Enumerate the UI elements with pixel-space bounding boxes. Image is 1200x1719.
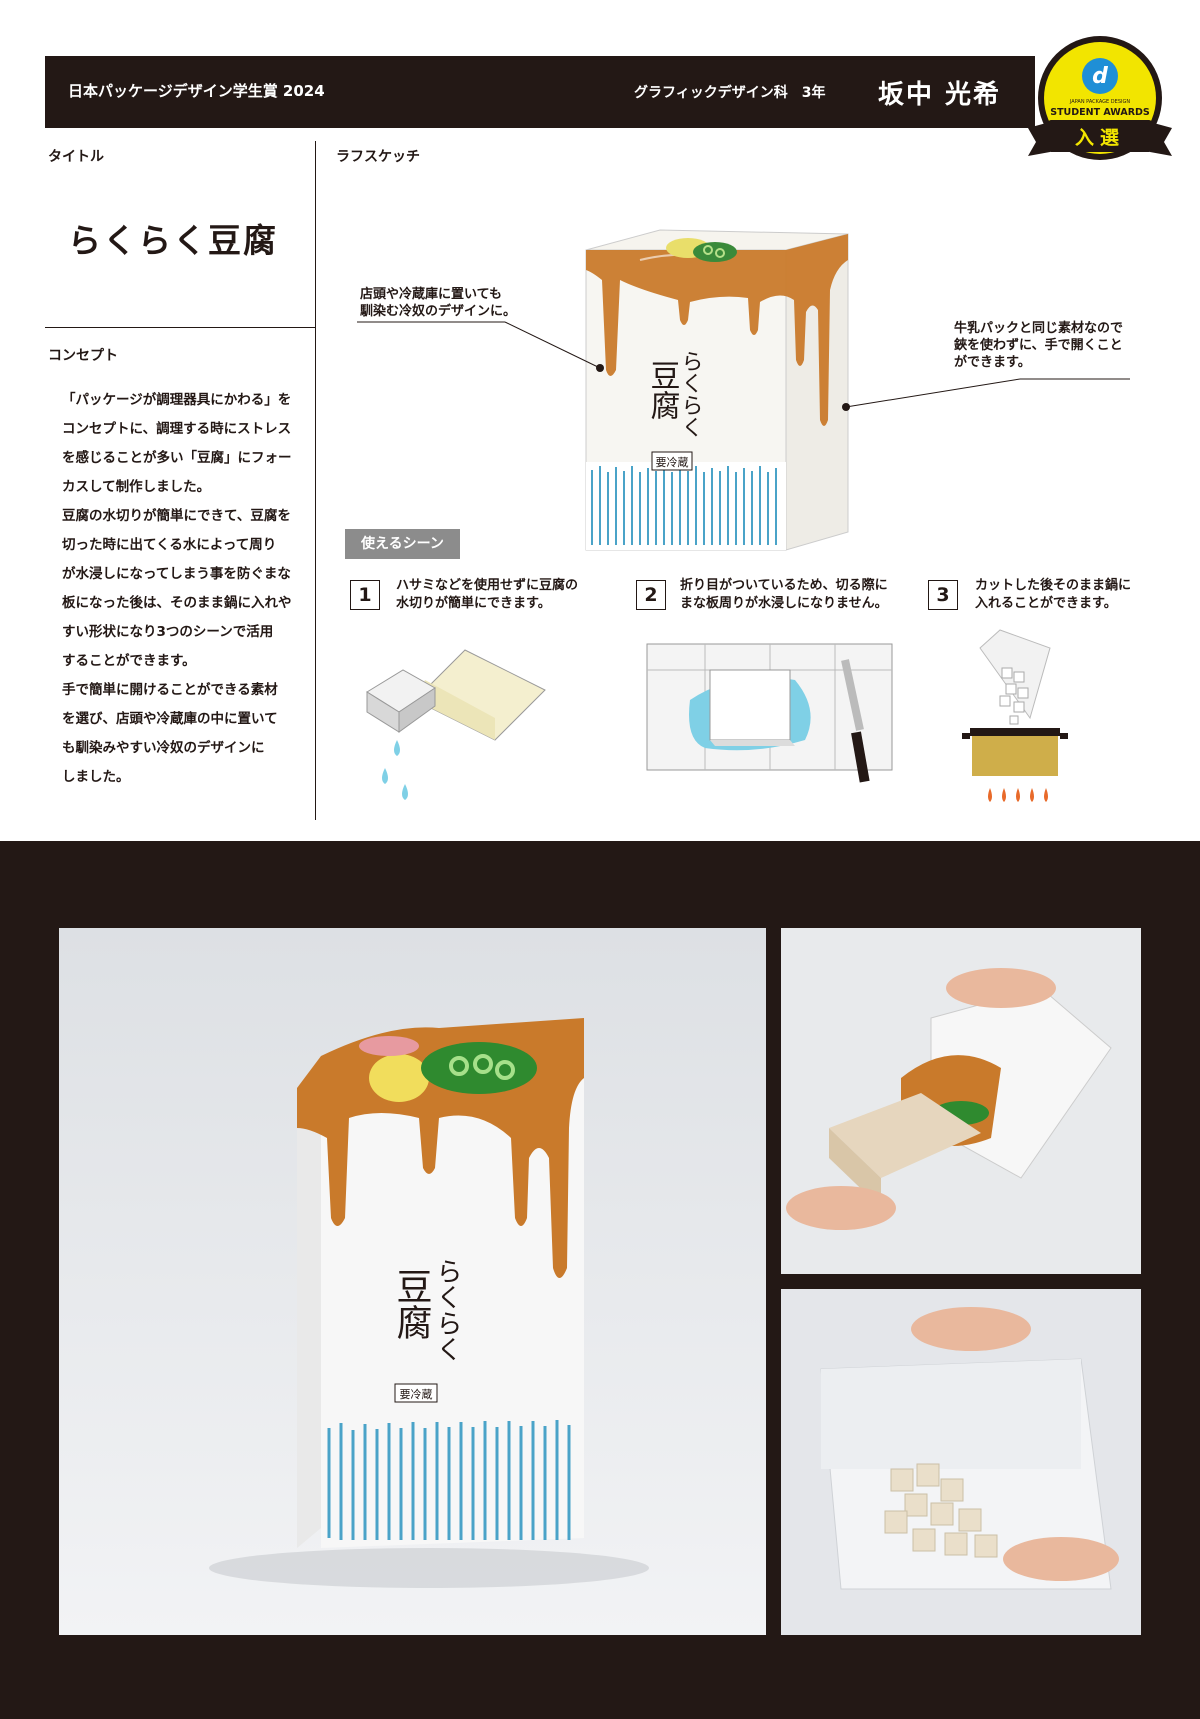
water-drop-icon [394, 740, 400, 756]
product-photo-cubes [781, 1289, 1141, 1635]
callout-left-leader [357, 321, 604, 372]
svg-text:JAPAN PACKAGE DESIGN: JAPAN PACKAGE DESIGN [1069, 99, 1130, 105]
package-sketch: らくらく 豆腐 要冷蔵 [585, 229, 849, 551]
scene-line: 折り目がついているため、切る際に [680, 578, 888, 593]
callout-line: 店頭や冷蔵庫に置いても [360, 287, 502, 302]
concept-line: 手で簡単に開けることができる素材 [62, 682, 278, 698]
scene-3-text: カットした後そのまま鍋に 入れることができます。 [975, 577, 1175, 613]
scene-line: ハサミなどを使用せずに豆腐の [396, 578, 579, 593]
concept-line: 切った時に出てくる水によって周り [62, 537, 277, 553]
callout-left: 店頭や冷蔵庫に置いても 馴染む冷奴のデザインに。 [360, 286, 550, 320]
hand-icon [911, 1307, 1031, 1351]
scene-1-number: 1 [350, 580, 380, 610]
scene-line: まな板周りが水浸しになりません。 [680, 596, 888, 611]
scene-1-text: ハサミなどを使用せずに豆腐の 水切りが簡単にできます。 [396, 577, 616, 613]
svg-text:STUDENT AWARDS: STUDENT AWARDS [1050, 107, 1150, 118]
water-drop-icon [382, 768, 388, 784]
svg-text:要冷蔵: 要冷蔵 [656, 456, 689, 469]
scene-line: カットした後そのまま鍋に [975, 578, 1132, 593]
divider [45, 327, 315, 328]
department: グラフィックデザイン科 3年 [634, 85, 826, 101]
callout-right: 牛乳パックと同じ素材なので 鋏を使わずに、手で開くこと ができます。 [954, 320, 1144, 371]
flame-icon [1002, 788, 1006, 802]
scenes-tag: 使えるシーン [345, 529, 460, 559]
concept-line: を感じることが多い「豆腐」にフォー [62, 450, 292, 466]
concept-line: コンセプトに、調理する時にストレス [62, 421, 292, 437]
callout-line: 牛乳パックと同じ素材なので [954, 321, 1124, 336]
scene-2-number: 2 [636, 580, 666, 610]
hand-icon [1003, 1537, 1119, 1581]
d-logo-icon [1082, 58, 1118, 94]
svg-text:入選: 入選 [1075, 127, 1125, 149]
flame-icon [1044, 788, 1048, 802]
product-photo-opening [781, 928, 1141, 1274]
concept-body: 「パッケージが調理器具にかわる」を コンセプトに、調理する時にストレス を感じる… [62, 386, 302, 792]
concept-line: 「パッケージが調理器具にかわる」を [62, 392, 292, 408]
scallion-topping [693, 242, 737, 262]
concept-line: が水浸しになってしまう事を防ぐまな [62, 566, 291, 582]
cubes-photo [781, 1289, 1141, 1635]
svg-text:豆腐: 豆腐 [391, 1268, 432, 1340]
svg-text:らくらく: らくらく [432, 1258, 462, 1362]
concept-line: を選び、店頭や冷蔵庫の中に置いて [62, 711, 278, 727]
flame-icon [1016, 788, 1020, 802]
scene-3-illustration [962, 629, 1068, 802]
water-drop-icon [402, 784, 408, 800]
award-title: 日本パッケージデザイン学生賞 2024 [68, 82, 325, 100]
student-name: 坂中 光希 [878, 80, 1002, 110]
svg-text:らくらく: らくらく [678, 350, 703, 438]
flame-icon [988, 788, 992, 802]
opening-photo [781, 928, 1141, 1274]
sketch-label: ラフスケッチ [336, 149, 420, 165]
scene-line: 入れることができます。 [975, 596, 1117, 611]
award-badge: d JAPAN PACKAGE DESIGN STUDENT AWARDS 入選 [1028, 36, 1172, 160]
svg-text:d: d [1092, 64, 1108, 89]
scene-2-text: 折り目がついているため、切る際に まな板周りが水浸しになりません。 [680, 577, 930, 613]
product-title: らくらく豆腐 [68, 221, 278, 260]
concept-label: コンセプト [48, 348, 118, 364]
svg-text:豆腐: 豆腐 [645, 360, 680, 420]
concept-line: すい形状になり3つのシーンで活用 [62, 624, 274, 640]
callout-line: 馴染む冷奴のデザインに。 [360, 304, 517, 319]
scene-1-illustration [366, 649, 546, 800]
column-divider [315, 141, 316, 820]
scene-3-number: 3 [928, 580, 958, 610]
concept-line: することができます。 [62, 653, 196, 669]
concept-line: カスして制作しました。 [62, 479, 211, 495]
flame-icon [1030, 788, 1034, 802]
concept-line: 豆腐の水切りが簡単にできて、豆腐を [62, 508, 291, 524]
title-label: タイトル [48, 149, 104, 165]
callout-line: ができます。 [954, 355, 1031, 370]
hand-icon [946, 968, 1056, 1008]
hand-icon [786, 1186, 896, 1230]
concept-line: も馴染みやすい冷奴のデザインに [62, 740, 265, 756]
concept-line: しました。 [62, 769, 130, 785]
package-photo: らくらく 豆腐 要冷蔵 [59, 928, 766, 1635]
concept-line: 板になった後は、そのまま鍋に入れや [62, 595, 292, 611]
callout-line: 鋏を使わずに、手で開くこと [954, 338, 1123, 353]
callout-right-leader [842, 378, 1130, 411]
header-bar [45, 56, 1035, 128]
svg-text:要冷蔵: 要冷蔵 [400, 1388, 433, 1401]
scene-line: 水切りが簡単にできます。 [396, 596, 551, 611]
product-photo-main: らくらく 豆腐 要冷蔵 [59, 928, 766, 1635]
scene-2-illustration [646, 643, 893, 783]
